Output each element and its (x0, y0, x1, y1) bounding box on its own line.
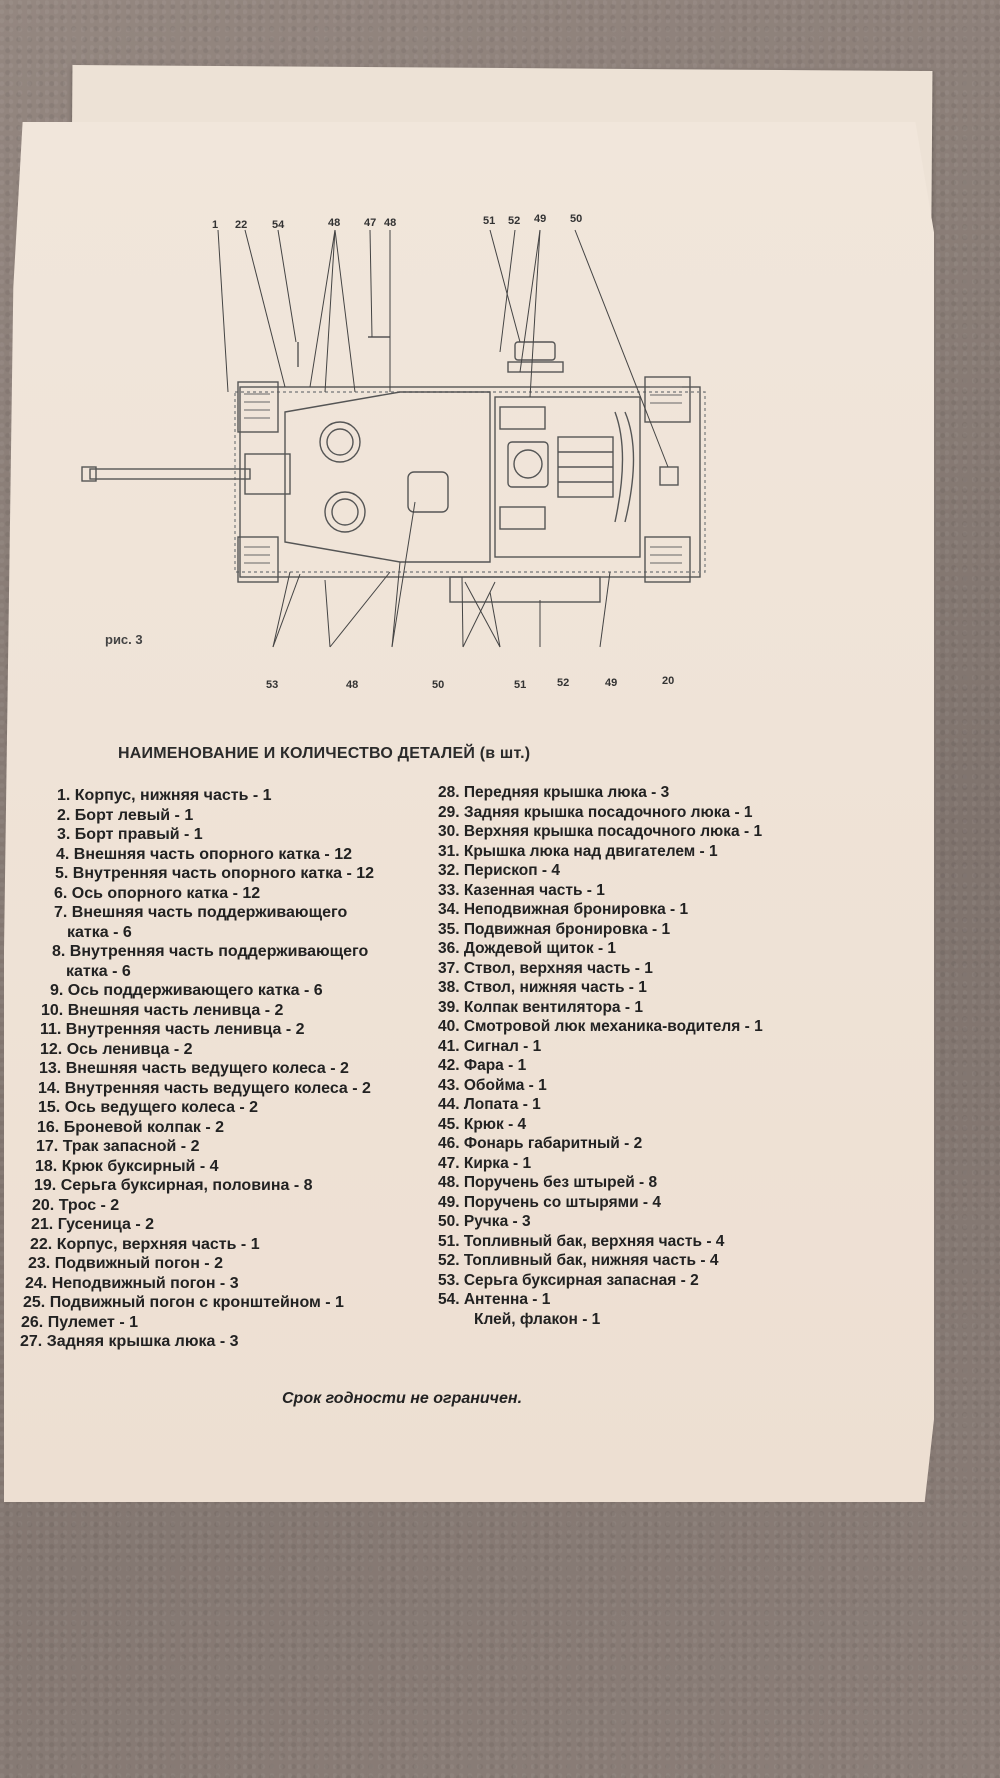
list-item: 47. Кирка - 1 (438, 1154, 532, 1172)
list-item: 51. Топливный бак, верхняя часть - 4 (438, 1232, 725, 1250)
list-item: 39. Колпак вентилятора - 1 (438, 998, 643, 1016)
list-item: 43. Обойма - 1 (438, 1076, 547, 1094)
callout-label: 48 (328, 217, 340, 229)
callout-label: 52 (508, 215, 520, 227)
callout-label: 22 (235, 219, 247, 231)
list-item: 30. Верхняя крышка посадочного люка - 1 (438, 823, 763, 840)
list-item: 29. Задняя крышка посадочного люка - 1 (438, 803, 753, 821)
callout-label: 47 (364, 217, 376, 229)
list-item: 4. Внешняя часть опорного катка - 12 (56, 845, 352, 863)
list-item: 26. Пулемет - 1 (21, 1313, 138, 1331)
instruction-sheet (4, 122, 934, 1502)
callout-label: 51 (514, 679, 526, 691)
list-item: 31. Крышка люка над двигателем - 1 (438, 842, 718, 860)
callout-label: 49 (534, 213, 546, 225)
shelf-life-note: Срок годности не ограничен. (282, 1390, 523, 1407)
callout-label: 50 (432, 679, 444, 691)
list-item: 46. Фонарь габаритный - 2 (438, 1135, 643, 1152)
list-item: 45. Крюк - 4 (438, 1115, 527, 1133)
list-item: 32. Перископ - 4 (438, 862, 561, 879)
callout-label: 48 (346, 679, 358, 691)
list-item: 15. Ось ведущего колеса - 2 (38, 1099, 259, 1116)
list-item: 14. Внутренняя часть ведущего колеса - 2 (38, 1079, 371, 1097)
callout-label: 52 (557, 677, 569, 689)
list-item: 50. Ручка - 3 (438, 1213, 531, 1230)
parts-heading: НАИМЕНОВАНИЕ И КОЛИЧЕСТВО ДЕТАЛЕЙ (в шт.… (118, 745, 531, 762)
callout-label: 54 (272, 219, 285, 231)
parts-list-left: 1. Корпус, нижняя часть - 1 2. Борт левы… (20, 786, 374, 1352)
tank-top-view-drawing: 1 22 54 48 47 48 51 52 49 50 53 48 50 51… (81, 213, 706, 691)
list-item: 11. Внутренняя часть ленивца - 2 (40, 1021, 305, 1038)
list-item: 9. Ось поддерживающего катка - 6 (50, 982, 323, 999)
list-item: 8. Внутренняя часть поддерживающего (52, 943, 369, 960)
callout-label: 53 (266, 679, 278, 691)
list-item: 54. Антенна - 1 (438, 1291, 551, 1308)
list-item: 49. Поручень со штырями - 4 (438, 1193, 662, 1211)
list-item: 36. Дождевой щиток - 1 (438, 940, 617, 957)
list-item: 1. Корпус, нижняя часть - 1 (57, 787, 272, 804)
list-item: 42. Фара - 1 (438, 1057, 527, 1074)
list-item: 6. Ось опорного катка - 12 (54, 884, 261, 902)
callout-label: 1 (212, 219, 218, 231)
list-item: 41. Сигнал - 1 (438, 1037, 542, 1055)
list-item: 20. Трос - 2 (32, 1196, 120, 1214)
callout-label: 49 (605, 677, 617, 689)
list-item: 12. Ось ленивца - 2 (40, 1040, 193, 1058)
list-item: 53. Серьга буксирная запасная - 2 (438, 1271, 699, 1289)
list-item: 21. Гусеница - 2 (31, 1216, 154, 1233)
parts-list-right: 28. Передняя крышка люка - 3 29. Задняя … (438, 783, 763, 1329)
list-item: 48. Поручень без штырей - 8 (438, 1174, 658, 1191)
list-item: 34. Неподвижная бронировка - 1 (438, 901, 689, 918)
list-item: 19. Серьга буксирная, половина - 8 (34, 1177, 313, 1194)
figure-caption: рис. 3 (105, 632, 143, 647)
callout-label: 20 (662, 675, 674, 687)
list-item: 23. Подвижный погон - 2 (28, 1255, 223, 1272)
list-item: 52. Топливный бак, нижняя часть - 4 (438, 1252, 719, 1269)
list-item: 33. Казенная часть - 1 (438, 881, 605, 899)
list-item: 38. Ствол, нижняя часть - 1 (438, 979, 647, 996)
list-item: 27. Задняя крышка люка - 3 (20, 1333, 239, 1350)
list-item: 2. Борт левый - 1 (57, 806, 194, 824)
list-item: 3. Борт правый - 1 (57, 826, 203, 843)
list-item: 13. Внешняя часть ведущего колеса - 2 (39, 1060, 349, 1077)
list-item: 17. Трак запасной - 2 (36, 1138, 200, 1155)
list-item: 40. Смотровой люк механика-водителя - 1 (438, 1018, 763, 1035)
list-item: катка - 6 (66, 962, 131, 980)
list-item: 10. Внешняя часть ленивца - 2 (41, 1001, 284, 1019)
list-item: катка - 6 (67, 923, 132, 941)
list-item: 18. Крюк буксирный - 4 (35, 1157, 219, 1175)
list-item: 44. Лопата - 1 (438, 1096, 541, 1113)
list-item: 16. Броневой колпак - 2 (37, 1118, 224, 1136)
list-item: 28. Передняя крышка люка - 3 (438, 784, 670, 801)
list-item: 22. Корпус, верхняя часть - 1 (30, 1235, 260, 1253)
list-item: 37. Ствол, верхняя часть - 1 (438, 959, 653, 977)
callout-label: 50 (570, 213, 582, 225)
list-item: 25. Подвижный погон с кронштейном - 1 (23, 1294, 344, 1311)
list-item: 7. Внешняя часть поддерживающего (54, 904, 348, 921)
list-item: 35. Подвижная бронировка - 1 (438, 920, 671, 938)
list-item: 5. Внутренняя часть опорного катка - 12 (55, 865, 375, 882)
callout-label: 48 (384, 217, 396, 229)
callout-label: 51 (483, 215, 495, 227)
list-item: 24. Неподвижный погон - 3 (25, 1274, 239, 1292)
list-item: Клей, флакон - 1 (474, 1310, 601, 1328)
